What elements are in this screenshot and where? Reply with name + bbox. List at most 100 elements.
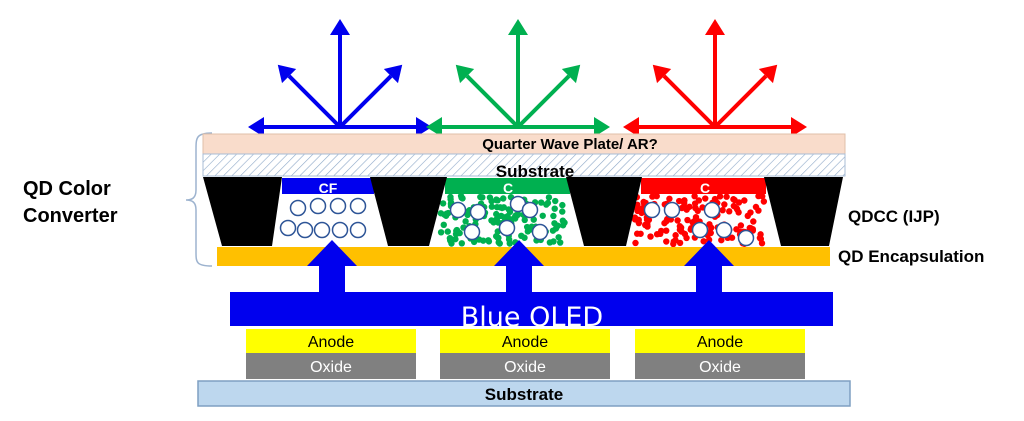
blue-color-filter-label: CF	[319, 180, 338, 196]
anode-right-label: Anode	[697, 334, 743, 351]
top-substrate-label: Substrate	[496, 162, 574, 181]
blue-light-up-arrow	[684, 240, 734, 300]
green-quantum-dot	[537, 199, 545, 206]
scattering-particle	[313, 221, 331, 239]
red-quantum-dot	[718, 236, 725, 244]
emission-arrow-shaft	[338, 74, 393, 129]
scattering-particle	[521, 201, 539, 219]
red-quantum-dot	[683, 234, 690, 242]
green-quantum-dot	[493, 196, 500, 204]
green-quantum-dot	[559, 201, 566, 209]
red-quantum-dot	[735, 199, 743, 206]
emission-arrow-head	[426, 117, 442, 137]
green-quantum-dot	[557, 239, 564, 246]
oxide-middle-label: Oxide	[504, 359, 546, 376]
green-quantum-dot	[539, 212, 546, 219]
green-quantum-dot	[551, 205, 558, 212]
scattering-particle	[449, 201, 467, 219]
green-quantum-dot	[555, 234, 562, 241]
anode-middle-label: Anode	[502, 334, 548, 351]
scattering-particle	[349, 197, 367, 215]
scattering-particle	[715, 221, 733, 239]
red-quantum-dot	[677, 224, 685, 231]
red-quantum-dot	[716, 193, 724, 200]
red-quantum-dot	[689, 219, 696, 226]
green-quantum-dot	[506, 240, 513, 247]
scattering-particle	[498, 219, 516, 237]
red-quantum-dot	[640, 198, 647, 206]
scattering-particle	[703, 201, 721, 219]
bank-4	[764, 177, 843, 246]
red-quantum-dot	[744, 212, 751, 220]
green-quantum-dot	[458, 240, 466, 247]
red-quantum-dot	[750, 218, 757, 225]
qd-color-converter-label-line1: QD Color	[23, 178, 111, 200]
scattering-particle	[643, 201, 661, 219]
emission-arrow-head	[791, 117, 807, 137]
green-quantum-dot	[448, 240, 455, 247]
emission-arrow-shaft	[713, 74, 768, 129]
red-quantum-dot	[755, 207, 762, 214]
green-quantum-dot	[559, 208, 566, 215]
green-quantum-dot	[500, 195, 507, 202]
bottom-substrate-layer	[197, 380, 851, 407]
emission-arrow-head	[330, 19, 350, 35]
blue-emission-arrows	[248, 19, 432, 137]
red-quantum-dot	[680, 199, 688, 207]
emission-arrow-shaft	[287, 74, 342, 129]
red-quantum-dot	[666, 195, 673, 202]
green-quantum-dot	[479, 194, 486, 201]
oxide-left-label: Oxide	[310, 359, 352, 376]
anode-right	[635, 329, 805, 353]
scattering-particle	[309, 197, 327, 215]
scattering-particle	[531, 223, 549, 241]
green-quantum-dot	[559, 222, 567, 229]
red-quantum-dot	[726, 208, 733, 215]
green-quantum-dot	[549, 227, 557, 234]
qd-color-converter-label-line2: Converter	[23, 205, 118, 227]
scattering-particle	[296, 221, 314, 239]
anode-middle	[440, 329, 610, 353]
red-quantum-dot	[758, 240, 766, 247]
green-quantum-dot	[514, 211, 522, 218]
emission-arrow-shaft	[662, 74, 717, 129]
red-quantum-dot	[757, 231, 764, 238]
bank-2	[370, 177, 447, 246]
red-quantum-dot	[706, 221, 713, 228]
red-quantum-dot	[692, 213, 700, 221]
emission-arrow-head	[623, 117, 639, 137]
top-substrate-layer	[202, 153, 846, 177]
emission-arrow-head	[248, 117, 264, 137]
red-quantum-dot	[692, 204, 699, 212]
red-quantum-dot	[737, 222, 745, 229]
blue-light-up-arrows	[307, 240, 734, 300]
red-emission-arrows	[623, 19, 807, 137]
emission-arrow-head	[455, 64, 475, 84]
red-quantum-dot	[657, 230, 664, 238]
scattering-particle	[329, 197, 347, 215]
red-quantum-dot	[684, 216, 691, 224]
green-color-filter	[445, 178, 570, 194]
scattering-particles	[279, 195, 755, 247]
green-color-filter-label: C	[503, 180, 513, 196]
green-quantum-dot	[440, 221, 447, 229]
green-quantum-dot	[485, 237, 492, 244]
scattering-particle	[331, 221, 349, 239]
blue-color-filter	[282, 178, 374, 194]
red-quantum-dot	[649, 193, 656, 200]
red-quantum-dot	[741, 197, 748, 204]
scattering-particle	[691, 221, 709, 239]
red-quantum-dot	[672, 232, 679, 239]
green-quantum-dot	[493, 210, 500, 218]
red-quantum-dot	[733, 206, 741, 213]
scattering-particle	[463, 223, 481, 241]
green-quantum-dot	[446, 235, 454, 242]
red-quantum-dot	[637, 230, 644, 237]
green-quantum-dot	[439, 200, 447, 207]
emission-arrow-head	[383, 64, 403, 84]
green-quantum-dot	[550, 212, 557, 220]
red-quantum-dot	[647, 233, 654, 240]
green-quantum-dot	[552, 197, 559, 205]
oxide-left	[246, 353, 416, 379]
